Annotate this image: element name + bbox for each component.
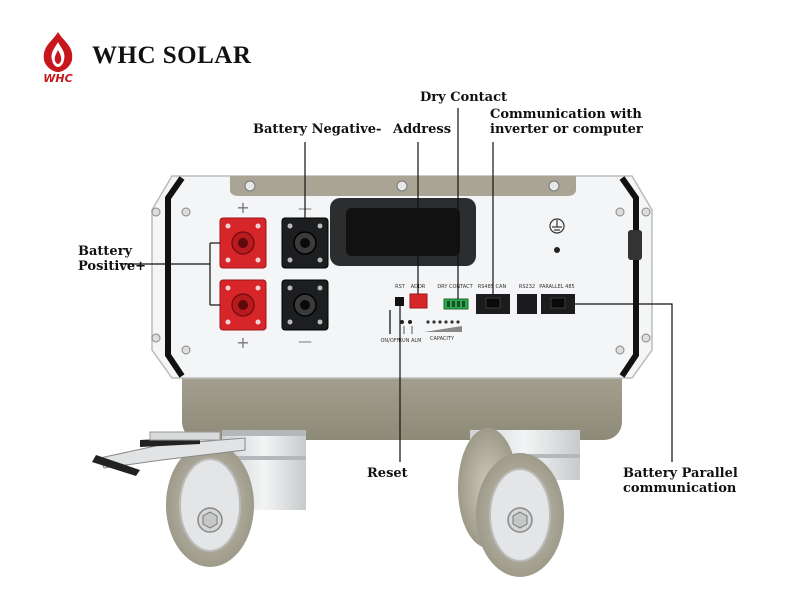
rs232-port[interactable] (517, 294, 537, 314)
on-off-label: ON/OFF (380, 338, 399, 344)
brand-logo: WHC (43, 32, 73, 84)
right-caster (458, 428, 580, 577)
negative-terminal-bottom[interactable] (281, 279, 329, 331)
leader-lines (122, 108, 673, 462)
callout-battery-positive-1: Battery (78, 244, 133, 259)
display-window-inner (346, 208, 460, 256)
capacity-leds (424, 320, 462, 332)
callout-battery-positive-2: Positive+ (78, 259, 147, 274)
brand-name: WHC SOLAR (92, 42, 252, 69)
dry-contact-label: DRY CONTACT (437, 284, 473, 290)
address-switch[interactable] (409, 293, 428, 309)
dry-contact-terminal[interactable] (443, 298, 469, 310)
flame-icon (43, 32, 73, 72)
caster-brake-lever (92, 431, 246, 476)
positive-terminal-top[interactable] (219, 217, 267, 269)
battery-base (182, 360, 622, 440)
callout-communication-1: Communication with (490, 107, 642, 122)
alm-led (408, 320, 412, 324)
rs485-can-port[interactable] (476, 294, 510, 314)
callout-communication-2: inverter or computer (490, 122, 643, 137)
positive-terminal-bottom[interactable] (219, 279, 267, 331)
plus-sign-bottom: + (236, 333, 249, 352)
callout-battery-negative: Battery Negative- (253, 122, 382, 137)
leader-parallel (575, 303, 673, 462)
left-caster (166, 430, 306, 567)
brand-header: WHC WHC SOLAR (30, 28, 290, 88)
negative-terminal-top[interactable] (281, 217, 329, 269)
reset-button[interactable] (395, 297, 404, 306)
callout-parallel-1: Battery Parallel (623, 466, 738, 481)
callout-address: Address (393, 122, 452, 137)
ground-icon (549, 218, 565, 253)
run-led (400, 320, 404, 324)
plus-sign-top: + (236, 198, 249, 217)
rs485-label: RS485 CAN (478, 284, 507, 290)
brand-logo-text: WHC (43, 72, 72, 84)
run-alm-label: RUN ALM (399, 338, 422, 344)
callout-reset: Reset (367, 466, 408, 481)
callout-dry-contact: Dry Contact (420, 90, 508, 105)
rs232-label: RS232 (519, 284, 535, 290)
callout-parallel-2: communication (623, 481, 737, 496)
rst-label: RST (395, 284, 406, 290)
parallel-label: PARALLEL 485 (539, 284, 574, 290)
capacity-label: CAPACITY (430, 336, 455, 342)
parallel-485-port[interactable] (541, 294, 575, 314)
minus-sign-bottom: — (298, 334, 312, 350)
front-panel (151, 175, 653, 379)
